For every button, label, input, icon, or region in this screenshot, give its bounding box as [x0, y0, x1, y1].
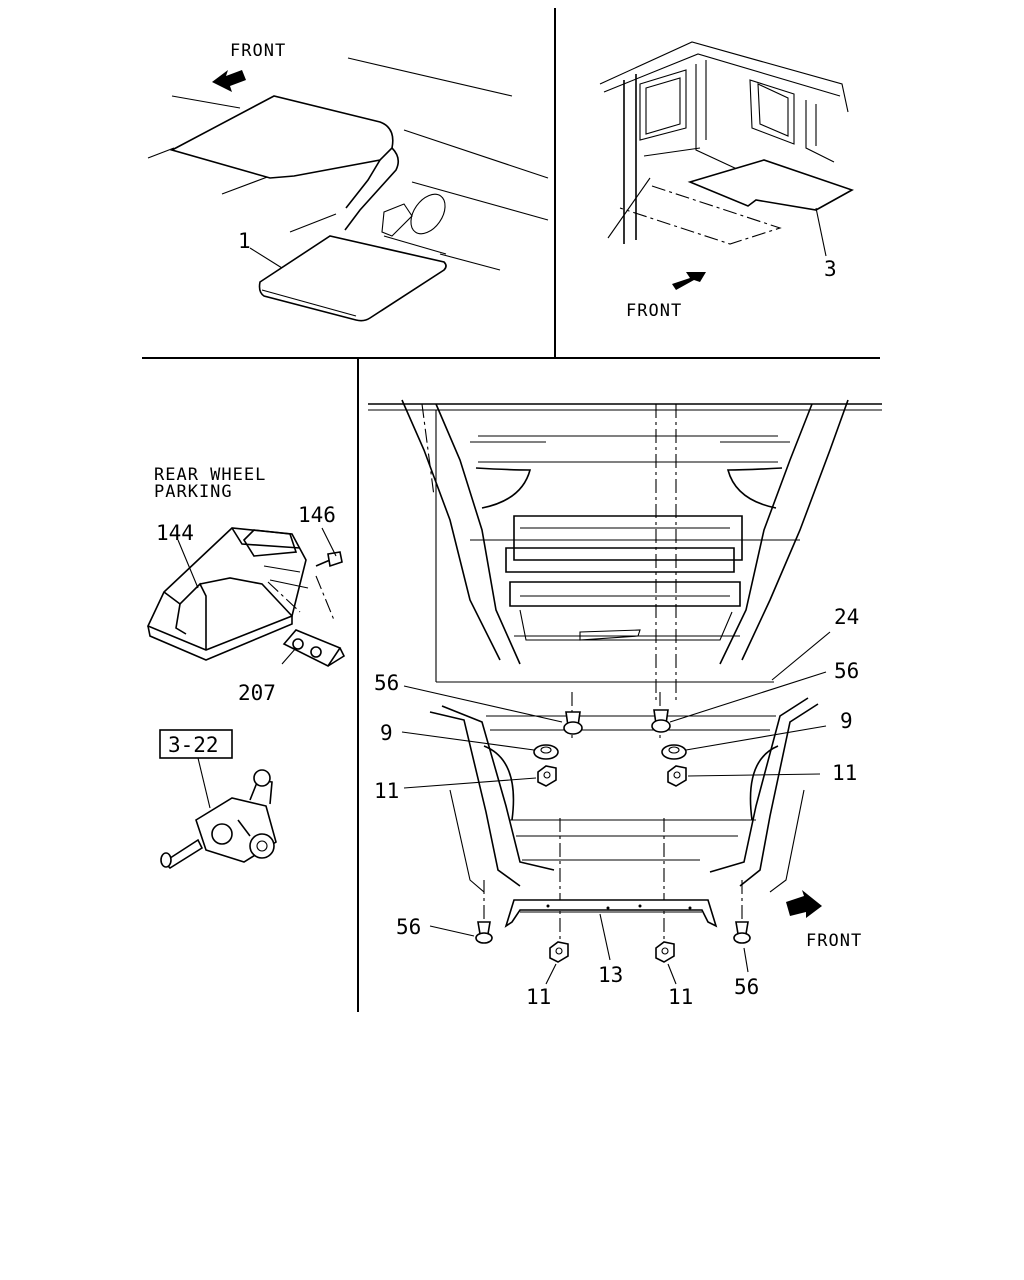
floor-mat-1	[258, 235, 447, 322]
callout-56-upper-left: 56	[374, 671, 399, 695]
panel-main: 24 56 56 9 9	[368, 399, 882, 1009]
nut-11-right	[667, 765, 687, 787]
parking-valve-assembly	[160, 769, 277, 870]
panel-top-left: FRONT 1	[147, 41, 549, 322]
front-label: FRONT	[806, 931, 862, 951]
callout-13: 13	[598, 963, 623, 987]
callout-207: 207	[238, 681, 276, 705]
front-arrow-icon	[212, 70, 246, 92]
cross-bracket-13	[504, 899, 718, 928]
console-shape	[169, 95, 394, 179]
washer-9-right	[661, 744, 687, 760]
clip-56-lower-left	[475, 921, 493, 944]
washer-9-left	[533, 744, 559, 760]
callout-11-bottom-left: 11	[526, 985, 551, 1009]
callout-1: 1	[238, 229, 251, 253]
callout-146: 146	[298, 503, 336, 527]
callout-144: 144	[156, 521, 194, 545]
front-arrow-icon	[786, 890, 822, 918]
front-arrow-icon	[672, 272, 706, 290]
nut-11-bottom-right	[655, 941, 675, 963]
callout-11-bottom-right: 11	[668, 985, 693, 1009]
panel-mid-left: REAR WHEEL PARKING 144 146	[146, 465, 346, 870]
nut-11-left	[537, 765, 557, 787]
parking-title: PARKING	[154, 482, 233, 502]
clip-56-lower-right	[733, 921, 751, 944]
callout-9-right: 9	[840, 709, 853, 733]
clip-56-upper-right	[651, 709, 671, 733]
callout-24: 24	[834, 605, 859, 629]
front-label: FRONT	[230, 41, 286, 61]
callout-9-left: 9	[380, 721, 393, 745]
bolt-146	[315, 551, 343, 568]
callout-11-left: 11	[374, 779, 399, 803]
callout-56-upper-right: 56	[834, 659, 859, 683]
bracket-207	[282, 629, 346, 668]
reference-box: 3-22	[159, 729, 233, 759]
callout-56-lower-right: 56	[734, 975, 759, 999]
callout-56-lower-left: 56	[396, 915, 421, 939]
callout-11-right: 11	[832, 761, 857, 785]
reference-box-label: 3-22	[168, 733, 219, 757]
panel-frame	[142, 8, 880, 1012]
nut-11-bottom-left	[549, 941, 569, 963]
panel-top-right: 3 FRONT	[599, 41, 854, 321]
callout-3: 3	[824, 257, 837, 281]
parking-brake-console	[146, 527, 309, 661]
clip-56-upper-left	[563, 711, 583, 735]
rear-wheel-title: REAR WHEEL	[154, 465, 266, 485]
front-label: FRONT	[626, 301, 682, 321]
floor-mat-3	[687, 159, 854, 211]
